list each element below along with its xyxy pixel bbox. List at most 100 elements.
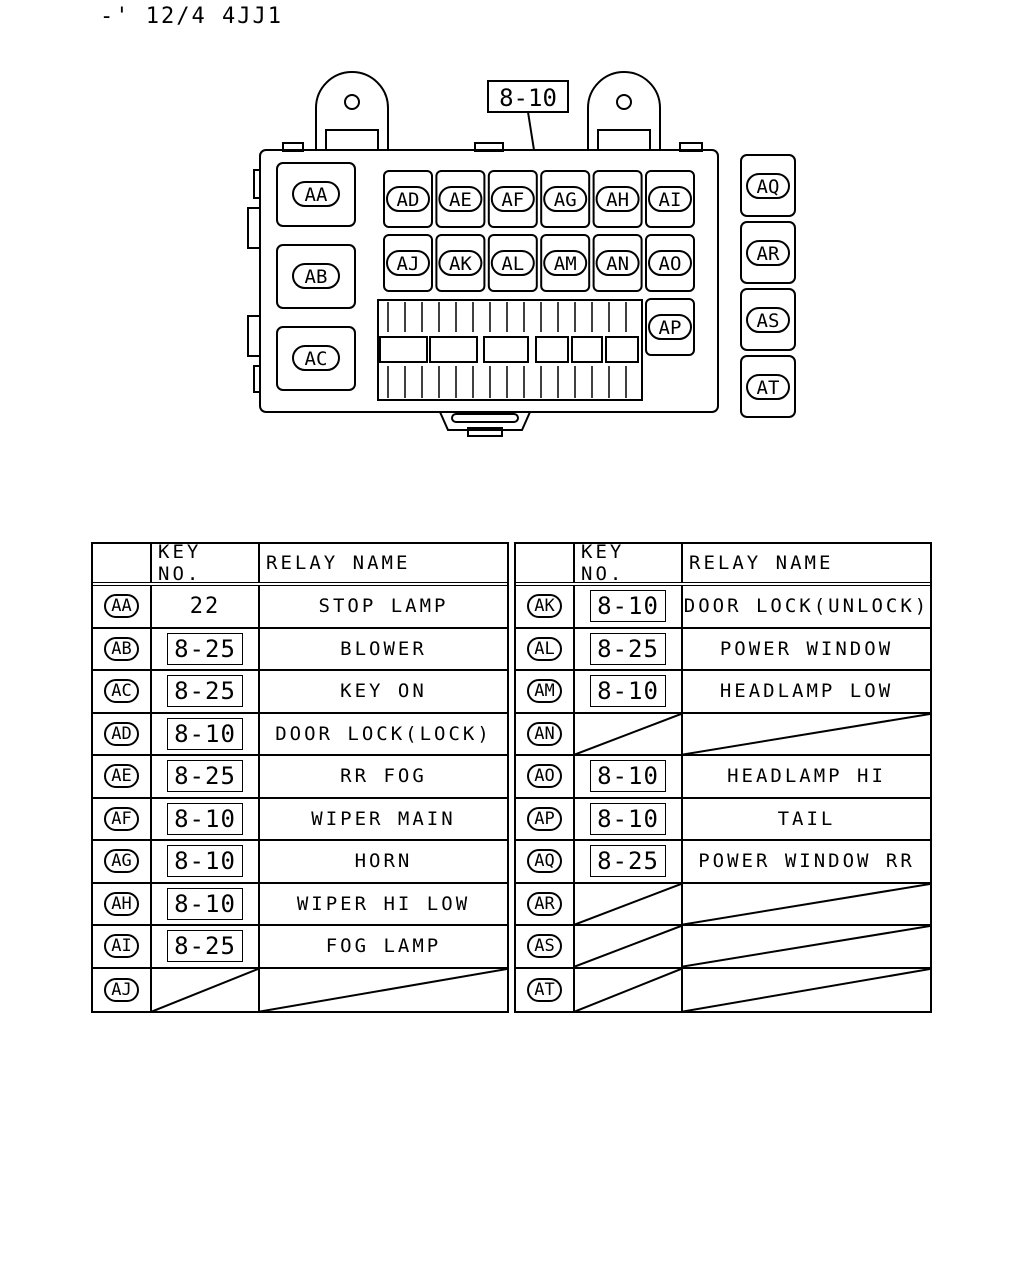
relay-socket [740, 154, 796, 217]
relay-name: DOOR LOCK(LOCK) [275, 722, 492, 745]
key-no: 8-10 [590, 760, 666, 793]
key-no-cell: 8-25 [575, 628, 683, 669]
relay-tag-am [543, 250, 588, 276]
relay-socket [435, 170, 486, 228]
relay-name: HORN [354, 850, 413, 873]
key-no: 8-25 [590, 845, 666, 878]
header-key-no: KEY NO. [575, 544, 683, 582]
relay-tag-cell: AG [93, 841, 152, 882]
relay-name-cell: POWER WINDOW RR [683, 841, 930, 882]
side-clip [253, 365, 261, 393]
relay-name: FOG LAMP [325, 935, 442, 958]
empty-slash [683, 926, 930, 967]
relay-name-cell: KEY ON [260, 671, 507, 712]
relay-name-cell: TAIL [683, 799, 930, 840]
fuse-cell [605, 336, 639, 363]
relay-socket [487, 234, 538, 292]
relay-name: POWER WINDOW [719, 637, 894, 660]
key-no: 8-10 [590, 802, 666, 835]
key-no-cell: 8-25 [152, 671, 260, 712]
table-header-row: KEY NO. RELAY NAME [93, 544, 507, 586]
relay-tag-ac [292, 345, 340, 371]
relay-name: HEADLAMP LOW [719, 680, 894, 703]
relay-name-cell: WIPER HI LOW [260, 884, 507, 925]
relay-tag-cell: AK [516, 586, 575, 627]
header-relay-name: RELAY NAME [266, 552, 411, 574]
relay-tag-at [746, 374, 790, 400]
relay-tag-aj [386, 250, 430, 276]
relay-name-cell [683, 926, 930, 967]
fuse-cell [483, 336, 529, 363]
empty-slash [575, 714, 681, 755]
header-blank [93, 544, 152, 582]
relay-tag-cell: AR [516, 883, 575, 924]
fuse-cell [379, 336, 428, 363]
key-no-cell [575, 968, 683, 1011]
relay-tag-al-label: AL [501, 253, 524, 275]
relay-tag-cell: AQ [516, 841, 575, 882]
key-no-cell: 8-10 [575, 671, 683, 712]
header-key-no: KEY NO. [152, 544, 260, 582]
key-no-cell [575, 713, 683, 755]
key-no-cell: 22 [152, 586, 260, 627]
relay-tag: AN [527, 721, 562, 746]
relay-tag-cell: AI [93, 926, 152, 967]
relay-tag-ag [543, 186, 588, 212]
relay-name-cell: DOOR LOCK(UNLOCK) [683, 586, 930, 627]
relay-tag-an-label: AN [606, 253, 629, 275]
key-no: 8-10 [167, 845, 243, 878]
relay-socket [383, 170, 433, 228]
relay-socket [276, 326, 356, 391]
relay-tag-aq-label: AQ [757, 176, 780, 198]
relay-tag-al [490, 250, 535, 276]
empty-slash [683, 969, 930, 1012]
table-header-row: KEY NO. RELAY NAME [516, 544, 930, 586]
relay-tag-at-label: AT [757, 377, 780, 399]
document-code: -' 12/4 4JJ1 [100, 4, 283, 29]
mount-hole-icon [616, 94, 632, 110]
relay-tag-cell: AL [516, 628, 575, 669]
relay-tag-cell: AD [93, 713, 152, 754]
relay-socket [487, 170, 538, 228]
relay-name-cell [260, 969, 507, 1012]
relay-socket [740, 221, 796, 284]
empty-slash [683, 884, 930, 925]
ear-base [325, 129, 379, 150]
relay-tag-ai-label: AI [659, 189, 682, 211]
relay-tag: AD [104, 721, 139, 746]
relay-tag: AC [104, 679, 139, 704]
relay-tag: AT [527, 977, 562, 1002]
table-row: AR [516, 883, 930, 926]
key-no: 8-25 [167, 760, 243, 793]
relay-socket [383, 234, 433, 292]
key-no-cell: 8-10 [152, 841, 260, 882]
bottom-latch [467, 427, 503, 437]
relay-tag-cell: AT [516, 968, 575, 1011]
relay-name: WIPER MAIN [311, 807, 456, 830]
key-no-cell [575, 883, 683, 925]
empty-slash [575, 926, 681, 967]
relay-tag-cell: AO [516, 756, 575, 797]
empty-slash [152, 969, 258, 1012]
relay-tag-an [595, 250, 640, 276]
key-no-cell [152, 968, 260, 1012]
relay-tag-ap-label: AP [659, 317, 682, 339]
relay-tag-ae-label: AE [449, 189, 472, 211]
empty-slash [575, 884, 681, 925]
key-no-cell: 8-25 [152, 628, 260, 669]
relay-tag-ao-label: AO [659, 253, 682, 275]
relay-tag-ab [292, 263, 340, 289]
relay-tag-af [490, 186, 535, 212]
relay-tag-cell: AP [516, 798, 575, 839]
relay-tag-ae [438, 186, 483, 212]
relay-socket [645, 234, 695, 292]
empty-slash [260, 969, 507, 1012]
relay-tag-ar [746, 240, 790, 266]
relay-tag-aa [292, 181, 340, 207]
relay-name-cell [683, 969, 930, 1012]
